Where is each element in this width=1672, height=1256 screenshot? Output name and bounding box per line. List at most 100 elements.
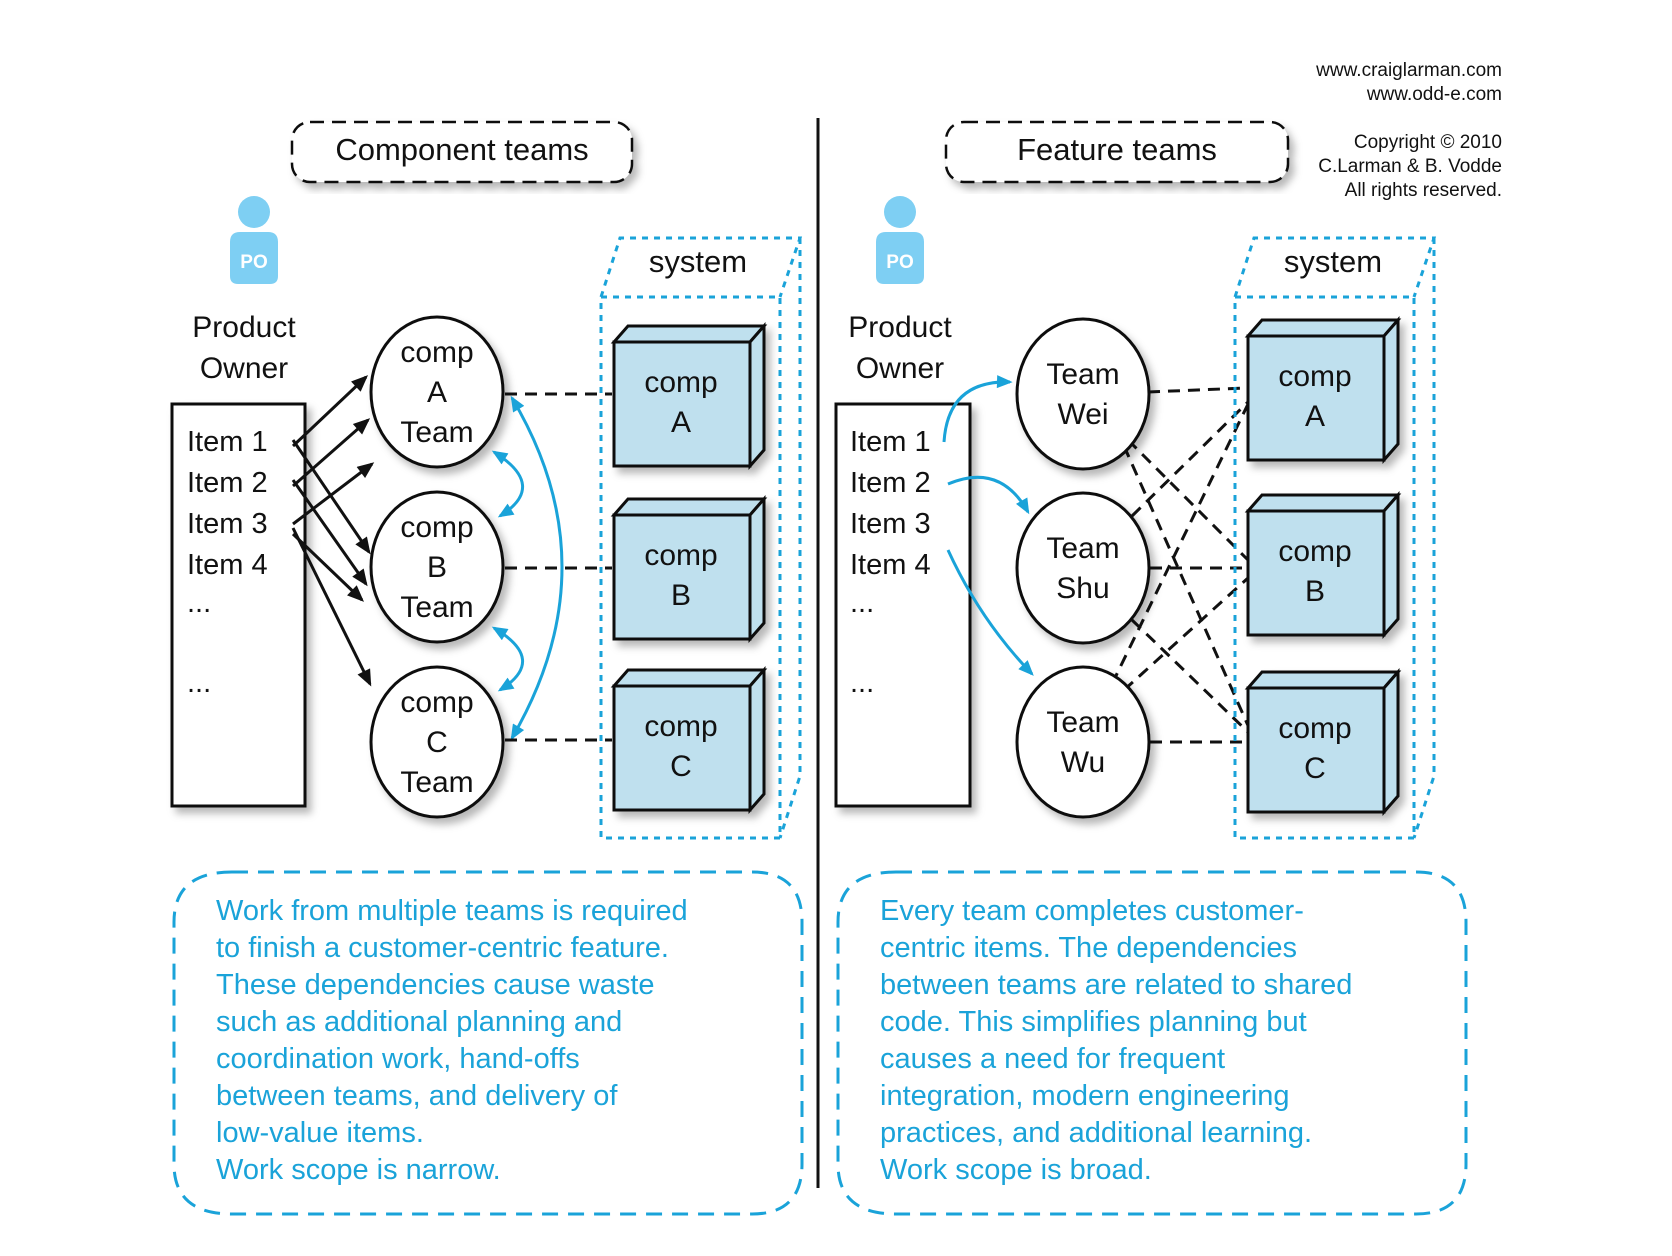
component-b-line-1: comp <box>644 539 717 572</box>
backlog-item-right-4[interactable]: Item 4 <box>850 549 931 581</box>
component-c-right-line-1: comp <box>1278 712 1351 745</box>
backlog-item-right-3[interactable]: Item 3 <box>850 508 931 540</box>
component-a-right-line-1: comp <box>1278 360 1351 393</box>
feature-teams-title-box <box>944 120 1290 184</box>
component-c-box[interactable]: comp C <box>610 666 768 814</box>
component-a-right-line-2: A <box>1305 400 1325 433</box>
component-a-box-right[interactable]: comp A <box>1244 316 1402 464</box>
component-note-line-1: Work from multiple teams is required <box>216 895 688 927</box>
team-wei-line-2: Wei <box>1057 398 1108 431</box>
backlog-ellipsis-2: ... <box>187 667 211 699</box>
team-shu-line-1: Team <box>1046 532 1119 565</box>
system-label-left: system <box>649 244 747 279</box>
system-label-right: system <box>1284 244 1382 279</box>
feature-note-line-6: integration, modern engineering <box>880 1080 1290 1112</box>
product-owner-label-right-2: Owner <box>856 352 944 385</box>
component-b-box-right[interactable]: comp B <box>1244 491 1402 639</box>
team-coordination-arrows <box>491 395 564 741</box>
feature-note-text: Every team completes customer- centric i… <box>880 895 1352 1186</box>
item-to-feature-team-arrows <box>942 375 1034 676</box>
comp-b-team-line-3: Team <box>400 591 473 624</box>
arrow-team-a-b <box>491 450 525 518</box>
team-wei[interactable]: Team Wei <box>1015 317 1151 471</box>
product-owner-label-1: Product <box>192 311 296 344</box>
link-shu-comp-a <box>1130 400 1250 518</box>
component-b-right-line-1: comp <box>1278 535 1351 568</box>
backlog-item-right-2[interactable]: Item 2 <box>850 467 931 499</box>
comp-a-team[interactable]: comp A Team <box>369 315 505 469</box>
component-note-line-5: coordination work, hand-offs <box>216 1043 580 1075</box>
comp-b-team-line-1: comp <box>400 511 473 544</box>
copyright-line-1: Copyright © 2010 <box>1354 132 1502 153</box>
comp-c-team-line-1: comp <box>400 686 473 719</box>
component-teams-panel: Component teams PO Product Owner Item 1 … <box>170 120 804 1216</box>
link-wu-comp-b <box>1122 576 1250 692</box>
comp-c-team[interactable]: comp C Team <box>369 665 505 819</box>
component-c-box-right[interactable]: comp C <box>1244 668 1402 816</box>
component-a-line-2: A <box>671 406 691 439</box>
arrow-item2-team-b <box>291 479 368 587</box>
credit-url-1[interactable]: www.craiglarman.com <box>1315 60 1502 81</box>
link-wei-comp-c <box>1122 445 1252 731</box>
comp-c-team-line-3: Team <box>400 766 473 799</box>
backlog-item-right-1[interactable]: Item 1 <box>850 426 931 458</box>
component-note-line-7: low-value items. <box>216 1117 424 1149</box>
po-person-icon-right: PO <box>876 196 924 284</box>
team-shu-line-2: Shu <box>1056 572 1109 605</box>
component-teams-title-box <box>290 120 634 184</box>
backlog-item-1[interactable]: Item 1 <box>187 426 268 458</box>
backlog-item-3[interactable]: Item 3 <box>187 508 268 540</box>
feature-teams-panel: Feature teams PO Product Owner Item 1 It… <box>834 120 1468 1216</box>
feature-note-line-2: centric items. The dependencies <box>880 932 1297 964</box>
copyright-line-2: C.Larman & B. Vodde <box>1318 156 1502 177</box>
po-person-icon: PO <box>230 196 278 284</box>
arrow-item1-team-wei <box>942 375 1013 443</box>
feature-note-line-3: between teams are related to shared <box>880 969 1352 1001</box>
comp-c-team-line-2: C <box>426 726 448 759</box>
link-wei-comp-b <box>1126 438 1250 562</box>
component-teams-title: Component teams <box>335 132 588 167</box>
product-owner-label-right-1: Product <box>848 311 952 344</box>
link-wu-comp-a <box>1110 399 1252 685</box>
comp-b-team[interactable]: comp B Team <box>369 490 505 644</box>
arrow-item2-team-shu <box>947 475 1030 515</box>
team-shu[interactable]: Team Shu <box>1015 491 1151 645</box>
arrow-item3-team-a <box>292 462 375 526</box>
link-shu-comp-c <box>1130 618 1250 734</box>
arrow-item3-team-wu <box>946 549 1034 676</box>
item-to-team-arrows <box>291 375 375 687</box>
feature-note-frame <box>836 870 1468 1216</box>
comp-a-team-line-3: Team <box>400 416 473 449</box>
component-b-right-line-2: B <box>1305 575 1325 608</box>
copyright-line-3: All rights reserved. <box>1345 180 1502 201</box>
feature-note-line-8: Work scope is broad. <box>880 1154 1152 1186</box>
backlog-ellipsis-right-1: ... <box>850 587 874 619</box>
component-c-line-1: comp <box>644 710 717 743</box>
team-component-links-right <box>1110 386 1252 744</box>
arrow-item3-team-b <box>291 532 365 602</box>
feature-teams-title: Feature teams <box>1017 132 1217 167</box>
comp-a-team-line-1: comp <box>400 336 473 369</box>
component-b-box[interactable]: comp B <box>610 495 768 643</box>
component-a-box[interactable]: comp A <box>610 322 768 470</box>
team-wu[interactable]: Team Wu <box>1015 665 1151 819</box>
component-note-frame <box>172 870 804 1216</box>
feature-note-line-4: code. This simplifies planning but <box>880 1006 1307 1038</box>
product-backlog-box-right <box>834 402 972 808</box>
arrow-team-a-c <box>510 395 564 741</box>
credit-url-2[interactable]: www.odd-e.com <box>1366 84 1502 105</box>
feature-note-line-1: Every team completes customer- <box>880 895 1304 927</box>
component-c-line-2: C <box>670 750 692 783</box>
comp-b-team-line-2: B <box>427 551 447 584</box>
component-a-line-1: comp <box>644 366 717 399</box>
team-wei-line-1: Team <box>1046 358 1119 391</box>
backlog-item-2[interactable]: Item 2 <box>187 467 268 499</box>
team-wu-line-2: Wu <box>1061 746 1105 779</box>
component-note-line-6: between teams, and delivery of <box>216 1080 618 1112</box>
system-frame-left <box>599 236 803 840</box>
credits: www.craiglarman.com www.odd-e.com Copyri… <box>1315 60 1502 201</box>
backlog-item-4[interactable]: Item 4 <box>187 549 268 581</box>
backlog-ellipsis-1: ... <box>187 587 211 619</box>
team-wu-line-1: Team <box>1046 706 1119 739</box>
feature-note-line-5: causes a need for frequent <box>880 1043 1225 1075</box>
